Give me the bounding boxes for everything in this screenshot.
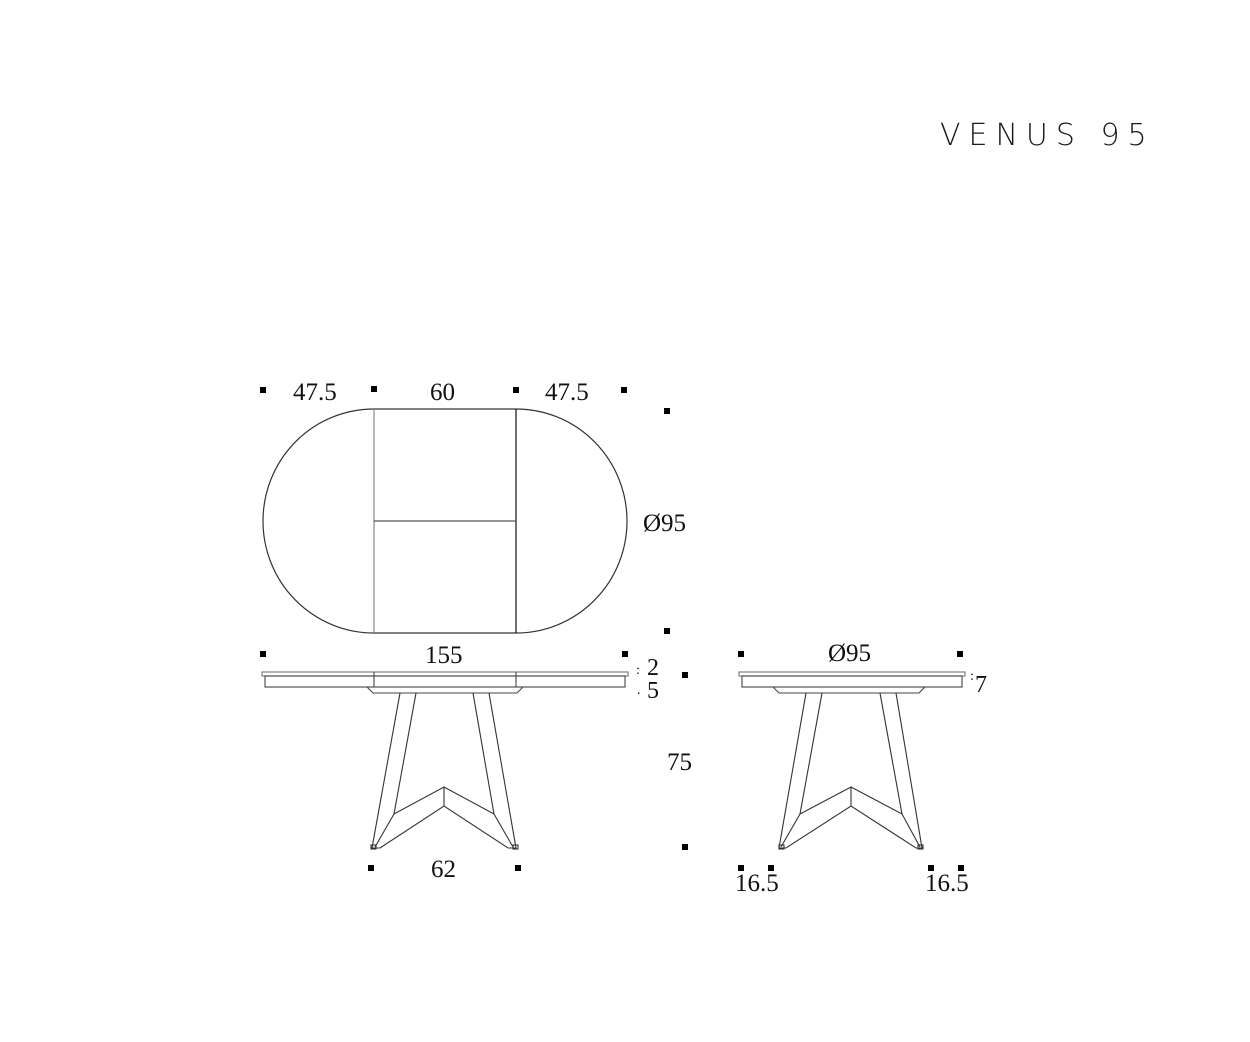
dimension-marker — [682, 844, 688, 850]
dim-leg-offset-left: 16.5 — [735, 870, 779, 897]
dimension-marker — [682, 672, 688, 678]
top-view — [262, 408, 628, 634]
dim-center-leaf: 60 — [430, 379, 455, 406]
dimension-marker — [260, 651, 266, 657]
dim-top-diameter: Ø95 — [643, 510, 687, 537]
product-title: VENUS 95 — [940, 118, 1155, 153]
thickness-dots: : — [970, 669, 974, 684]
dimension-marker — [664, 408, 670, 414]
dim-side-diameter: Ø95 — [828, 640, 872, 667]
dimension-marker — [957, 651, 963, 657]
dimension-marker — [958, 865, 964, 871]
dim-left-leaf: 47.5 — [293, 379, 337, 406]
dimension-marker — [515, 865, 521, 871]
dimension-marker — [738, 651, 744, 657]
dimension-marker — [928, 865, 934, 871]
dimension-marker — [513, 387, 519, 393]
dimension-marker — [371, 386, 377, 392]
dim-right-leaf: 47.5 — [545, 379, 589, 406]
dimension-marker — [368, 865, 374, 871]
dim-side-thickness: 7 — [975, 672, 987, 698]
dimension-marker — [621, 387, 627, 393]
dim-height: 75 — [667, 749, 692, 776]
dim-top-thickness: 2 — [647, 655, 659, 681]
front-view — [261, 671, 629, 850]
dim-bottom-thickness: 5 — [647, 678, 659, 704]
dimension-marker — [664, 628, 670, 634]
dimension-marker — [260, 387, 266, 393]
dimension-marker — [622, 651, 628, 657]
dim-total-length: 155 — [425, 642, 463, 669]
dim-leg-offset-right: 16.5 — [925, 870, 969, 897]
thickness-dots: . — [637, 683, 641, 698]
dimension-marker — [768, 865, 774, 871]
thickness-dots: : — [636, 663, 640, 678]
dimension-marker — [738, 865, 744, 871]
side-view — [738, 671, 966, 850]
dim-leg-span: 62 — [431, 856, 456, 883]
